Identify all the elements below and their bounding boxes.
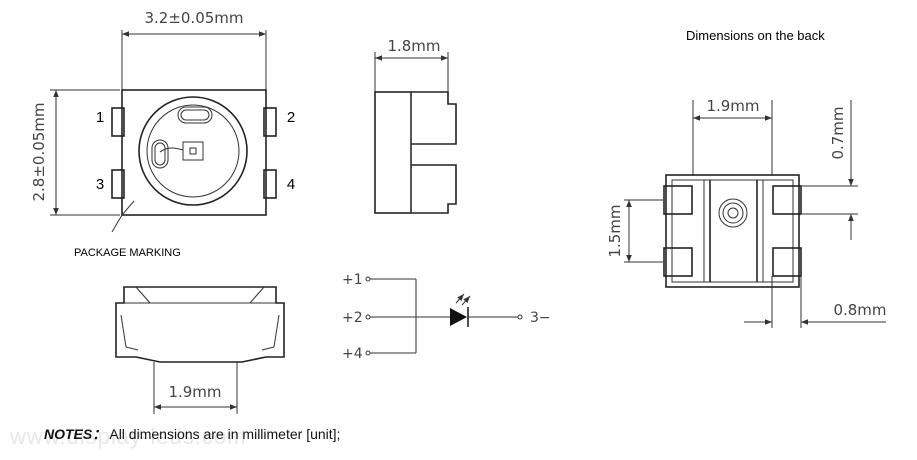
pad-2 xyxy=(263,107,277,137)
pad-4 xyxy=(263,169,277,199)
circuit-pin-2: +2 xyxy=(342,310,363,326)
back-view: Dimensions on the back 1.9mm 0.7mm 1.5m xyxy=(606,28,887,328)
bottom-front-view: 1.9mm xyxy=(115,286,285,414)
depth-dimension: 1.8mm xyxy=(387,37,440,55)
pin-label-1: 1 xyxy=(96,109,104,126)
back-view-title: Dimensions on the back xyxy=(686,28,825,43)
height-dimension: 2.8±0.05mm xyxy=(30,102,48,201)
back-bottom-dimension: 0.8mm xyxy=(833,301,886,319)
pad-3 xyxy=(111,169,125,199)
pin-label-2: 2 xyxy=(287,109,295,126)
circuit-symbol: +1 +2 +4 3− xyxy=(342,272,551,362)
top-view: 3.2±0.05mm 2.8±0.05mm 1 2 3 4 PACKAGE MA… xyxy=(30,9,295,259)
width-dimension: 3.2±0.05mm xyxy=(144,9,243,27)
back-top-dimension: 1.9mm xyxy=(706,97,759,115)
pin-label-3: 3 xyxy=(96,176,104,193)
back-left-dimension: 1.5mm xyxy=(606,204,624,257)
package-marking-label: PACKAGE MARKING xyxy=(74,247,181,259)
side-view: 1.8mm xyxy=(374,37,457,214)
pad-1 xyxy=(111,107,125,137)
bottom-dimension: 1.9mm xyxy=(168,383,221,401)
circuit-pin-4: +4 xyxy=(342,346,363,362)
notes-label: NOTES： xyxy=(44,426,107,442)
circuit-pin-3: 3− xyxy=(530,310,551,326)
back-right-dimension: 0.7mm xyxy=(829,106,847,159)
circuit-pin-1: +1 xyxy=(342,272,363,288)
notes-text: All dimensions are in millimeter [unit]; xyxy=(109,426,341,442)
diode-symbol xyxy=(450,308,467,326)
notes: NOTES： All dimensions are in millimeter … xyxy=(44,424,340,444)
pin-label-4: 4 xyxy=(287,176,295,193)
